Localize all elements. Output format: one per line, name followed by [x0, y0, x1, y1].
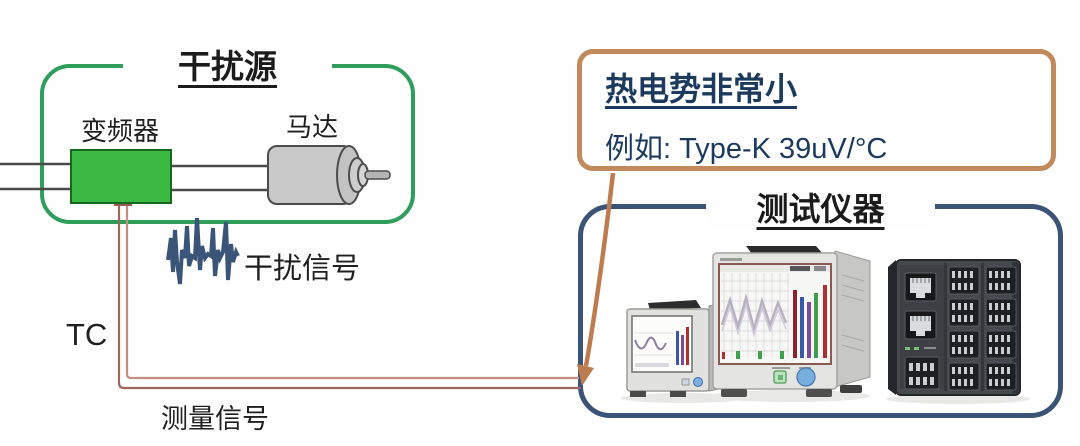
motor-label: 马达	[285, 112, 338, 142]
callout-title: 热电势非常小	[605, 71, 798, 107]
shadow	[886, 394, 1030, 404]
callout-arrow	[577, 172, 616, 386]
terminal-blocks	[904, 263, 1017, 391]
tc-label: TC	[66, 317, 108, 352]
thermo-emf-callout: 热电势非常小 例如: Type-K 39uV/°C	[577, 49, 1056, 171]
motor-icon	[267, 145, 391, 205]
measurement-signal-label: 测量信号	[161, 404, 269, 434]
daq-module-icon	[888, 259, 1021, 396]
inverter-block	[70, 149, 172, 204]
inverter-motor-wires	[172, 164, 280, 192]
noise-signal-icon	[166, 217, 240, 285]
ethernet-ports	[904, 272, 937, 340]
down-arrowhead-icon	[577, 364, 594, 386]
large-recorder-icon	[712, 246, 871, 397]
power-input-wires	[0, 162, 70, 191]
callout-example: 例如: Type-K 39uV/°C	[605, 133, 888, 165]
noise-signal-label: 干扰信号	[244, 253, 361, 285]
inverter-label: 变频器	[80, 116, 159, 146]
instrument-devices	[621, 246, 1030, 404]
